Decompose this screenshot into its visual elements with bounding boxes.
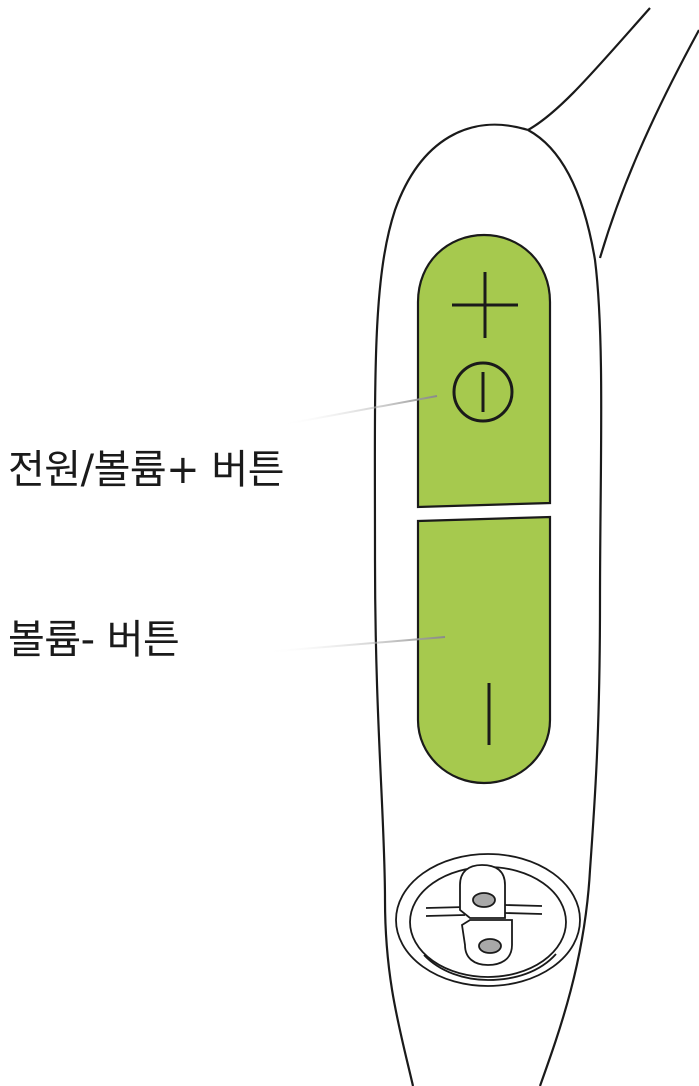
power-icon (452, 361, 514, 423)
volume-down-button[interactable] (416, 515, 552, 785)
power-volume-up-label: 전원/볼륨+ 버튼 (8, 447, 285, 493)
port-lower-pin (478, 938, 502, 954)
port-slot-left (425, 906, 466, 909)
charging-port-icon (395, 853, 581, 987)
port-upper-pin (472, 892, 496, 908)
power-volume-up-button[interactable] (416, 233, 552, 509)
button-strip (416, 233, 552, 785)
plus-icon (452, 272, 518, 338)
port-cavity (423, 953, 557, 981)
port-slot-left-b (425, 914, 466, 917)
device-body (373, 7, 699, 1086)
leader-line-power (279, 395, 438, 426)
leader-line-volume-down (264, 636, 446, 653)
body-right-outline (527, 129, 603, 1086)
port-slot-right (504, 904, 543, 907)
volume-down-label: 볼륨- 버튼 (8, 617, 180, 663)
port-slot-right-b (504, 912, 543, 915)
port-upper-pin-housing (459, 864, 506, 919)
body-outer-outline (373, 123, 529, 1086)
band-outer-edge (598, 29, 699, 259)
band-inner-edge (527, 7, 651, 131)
